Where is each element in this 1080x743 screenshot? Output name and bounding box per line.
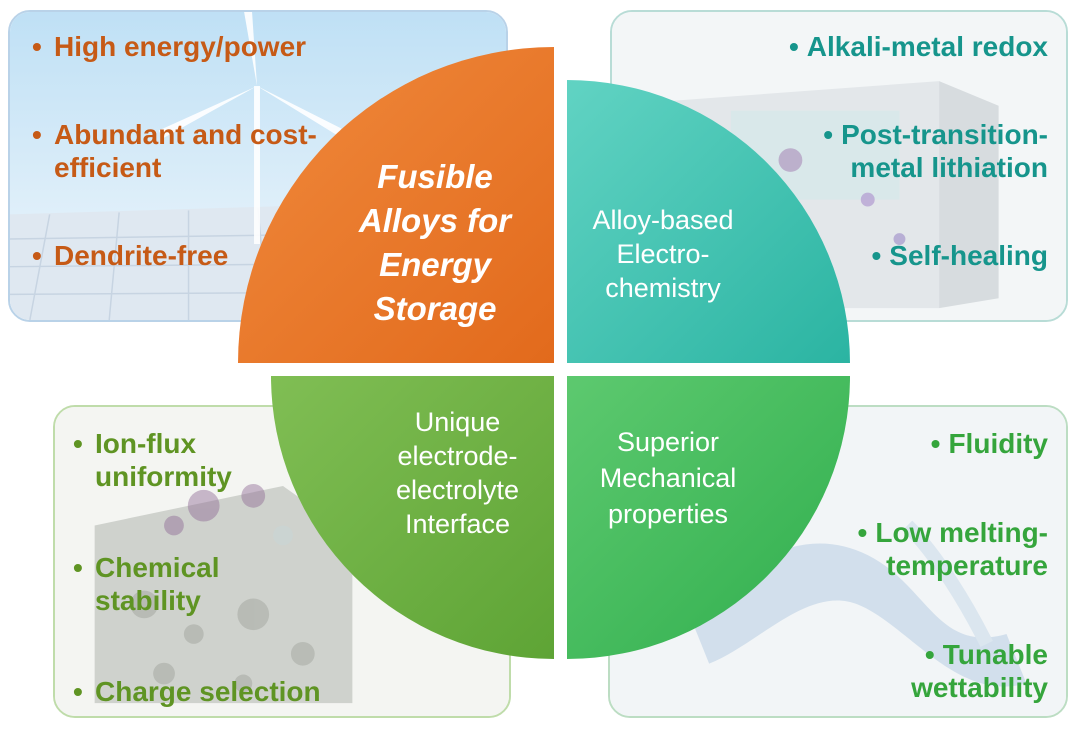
mechanical-properties-list: •Fluidity •Low melting-temperature •Tuna… [848,427,1048,704]
list-item: •Low melting-temperature [857,517,1048,581]
list-item: •Tunable wettability [911,639,1048,703]
quadrant-mechanical-label: Superior Mechanical properties [599,427,737,529]
list-item: •Fluidity [930,428,1048,459]
electrochemistry-list: •Alkali-metal redox •Post-transition-met… [789,30,1048,272]
list-item: •Post-transition-metal lithiation [823,119,1048,183]
list-item: •Self-healing [871,240,1048,271]
list-item: Chemical stability [73,551,285,617]
energy-properties-list: High energy/power Abundant and cost-effi… [32,30,354,272]
quadrant-fusible-alloys [238,47,554,363]
quadrant-electrochemistry-label: Alloy-based Electro-chemistry [592,205,734,303]
quadrant-interface [271,376,554,659]
quadrant-electrochemistry [567,80,850,363]
list-item: Charge selection [73,675,395,708]
quadrant-mechanical [567,376,850,659]
list-item: Ion-flux uniformity [73,427,285,493]
center-title: Fusible Alloys for Energy Storage [358,158,512,327]
list-item: Abundant and cost-efficient [32,118,354,184]
list-item: Dendrite-free [32,239,354,272]
list-item: •Alkali-metal redox [788,31,1048,62]
quadrant-interface-label: Unique electrode-electrolyte Interface [395,407,520,539]
list-item: High energy/power [32,30,354,63]
interface-properties-list: Ion-flux uniformity Chemical stability C… [73,427,395,708]
